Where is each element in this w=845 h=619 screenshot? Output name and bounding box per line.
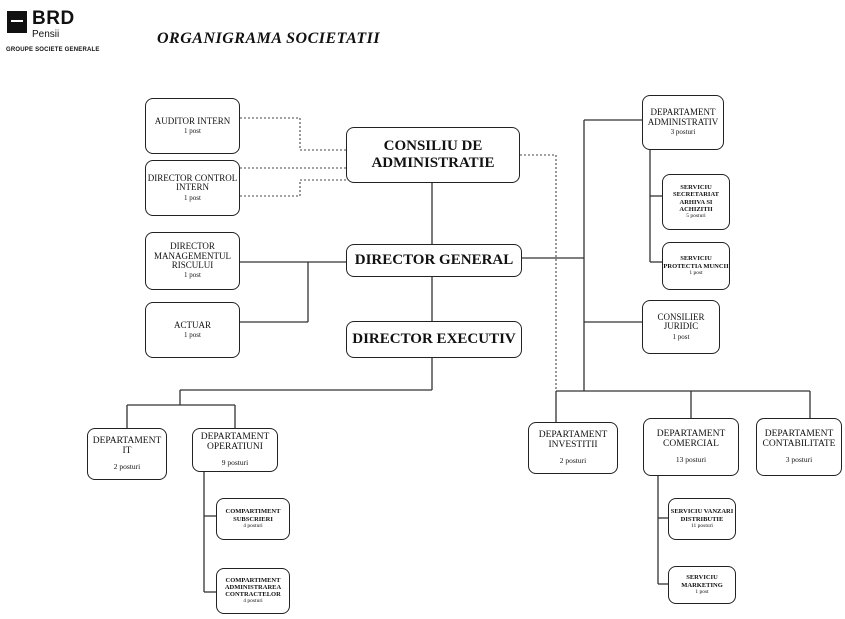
box-posts: 1 post: [184, 271, 201, 280]
box-name: SERVICIU VANZARI DISTRIBUTIE: [670, 508, 734, 523]
box-serviciu-secretariat: SERVICIU SECRETARIAT ARHIVA SI ACHIZITII…: [662, 174, 730, 230]
box-name: DIRECTOR EXECUTIV: [352, 330, 516, 347]
box-name: DEPARTAMENT ADMINISTRATIV: [647, 107, 719, 127]
box-posts: 1 post: [695, 588, 709, 595]
box-posts: 4 posturi: [243, 522, 263, 529]
box-name: COMPARTIMENT SUBSCRIERI: [225, 508, 281, 523]
box-name: CONSILIU DE ADMINISTRATIE: [371, 137, 495, 171]
box-posts: 5 posturi: [686, 212, 706, 219]
box-posts: 1 post: [689, 269, 703, 276]
box-compartiment-subscrieri: COMPARTIMENT SUBSCRIERI 4 posturi: [216, 498, 290, 540]
box-name: SERVICIU MARKETING: [681, 574, 723, 589]
box-compartiment-administrarea-contractelor: COMPARTIMENT ADMINISTRAREA CONTRACTELOR …: [216, 568, 290, 614]
brd-logo-mark: [7, 11, 27, 33]
box-director-executiv: DIRECTOR EXECUTIV: [346, 321, 522, 358]
box-departament-investitii: DEPARTAMENT INVESTITII 2 posturi: [528, 422, 618, 474]
box-name: DIRECTOR CONTROL INTERN: [147, 172, 238, 193]
brd-logo-name: BRD: [32, 8, 75, 29]
box-director-control-intern: DIRECTOR CONTROL INTERN 1 post: [145, 160, 240, 216]
box-name: DEPARTAMENT OPERATIUNI: [200, 432, 270, 453]
box-serviciu-protectia-muncii: SERVICIU PROTECTIA MUNCII 1 post: [662, 242, 730, 290]
page-title: ORGANIGRAMA SOCIETATII: [157, 30, 381, 47]
box-departament-contabilitate: DEPARTAMENT CONTABILITATE 3 posturi: [756, 418, 842, 476]
box-name: AUDITOR INTERN: [154, 115, 231, 126]
brd-logo-sub: Pensii: [32, 29, 60, 40]
box-departament-comercial: DEPARTAMENT COMERCIAL 13 posturi: [643, 418, 739, 476]
box-consiliu-de-administratie: CONSILIU DE ADMINISTRATIE: [346, 127, 520, 183]
box-name: DEPARTAMENT COMERCIAL: [656, 429, 726, 450]
box-serviciu-marketing: SERVICIU MARKETING 1 post: [668, 566, 736, 604]
box-director-general: DIRECTOR GENERAL: [346, 244, 522, 277]
box-posts: 13 posturi: [675, 455, 707, 465]
box-name: CONSILIER JURIDIC: [657, 311, 705, 332]
box-auditor-intern: AUDITOR INTERN 1 post: [145, 98, 240, 154]
box-name: DEPARTAMENT CONTABILITATE: [762, 429, 836, 450]
logo-group-name: GROUPE SOCIETE GENERALE: [6, 47, 100, 53]
box-posts: 1 post: [184, 331, 201, 340]
box-name: DIRECTOR MANAGEMENTUL RISCULUI: [154, 241, 231, 271]
box-posts: 1 post: [184, 193, 201, 202]
box-director-managementul-riscului: DIRECTOR MANAGEMENTUL RISCULUI 1 post: [145, 232, 240, 290]
box-posts: 2 posturi: [559, 456, 587, 466]
box-posts: 11 posturi: [691, 522, 713, 529]
box-posts: 3 posturi: [670, 128, 696, 137]
box-name: SERVICIU PROTECTIA MUNCII: [663, 255, 729, 270]
box-name: DEPARTAMENT INVESTITII: [538, 430, 608, 451]
box-actuar: ACTUAR 1 post: [145, 302, 240, 358]
box-posts: 1 post: [672, 332, 690, 341]
box-name: DEPARTAMENT IT: [92, 436, 162, 457]
box-name: SERVICIU SECRETARIAT ARHIVA SI ACHIZITII: [673, 184, 719, 213]
box-departament-it: DEPARTAMENT IT 2 posturi: [87, 428, 167, 480]
box-posts: 2 posturi: [113, 462, 141, 472]
box-name: COMPARTIMENT ADMINISTRAREA CONTRACTELOR: [224, 576, 282, 599]
box-serviciu-vanzari-distributie: SERVICIU VANZARI DISTRIBUTIE 11 posturi: [668, 498, 736, 540]
box-posts: 9 posturi: [221, 458, 249, 468]
box-consilier-juridic: CONSILIER JURIDIC 1 post: [642, 300, 720, 354]
box-posts: 4 posturi: [243, 598, 263, 605]
box-name: DIRECTOR GENERAL: [354, 251, 514, 268]
box-name: ACTUAR: [173, 319, 211, 330]
box-departament-administrativ: DEPARTAMENT ADMINISTRATIV 3 posturi: [642, 95, 724, 150]
box-posts: 1 post: [184, 127, 201, 136]
box-posts: 3 posturi: [785, 455, 813, 465]
box-departament-operatiuni: DEPARTAMENT OPERATIUNI 9 posturi: [192, 428, 278, 472]
